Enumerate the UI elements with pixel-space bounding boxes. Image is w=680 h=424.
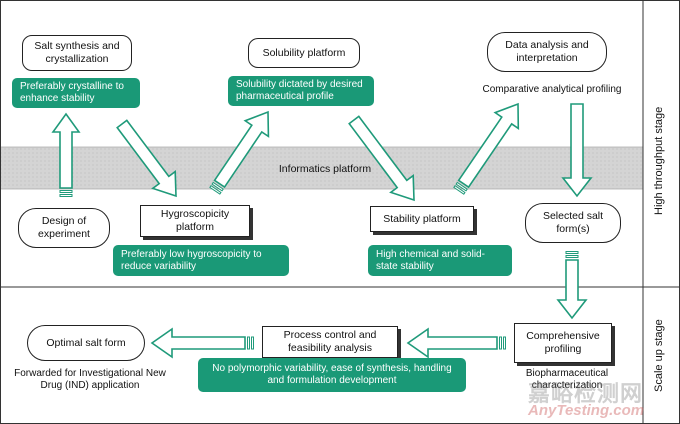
stage-label-scale-up: Scale up stage bbox=[653, 319, 665, 392]
salt-synthesis-note: Preferably crystalline to enhance stabil… bbox=[12, 78, 140, 108]
arrow-comprehensive-to-process bbox=[406, 327, 506, 359]
solubility-note: Solubility dictated by desired pharmaceu… bbox=[228, 76, 374, 106]
process-control-note: No polymorphic variability, ease of synt… bbox=[198, 358, 466, 392]
watermark-cn: 嘉峪检测网 bbox=[528, 381, 644, 406]
informatics-band bbox=[0, 147, 643, 189]
data-analysis-box: Data analysis and interpretation bbox=[487, 32, 607, 72]
arrow-process-to-optimal bbox=[150, 327, 254, 359]
informatics-platform-label: Informatics platform bbox=[278, 163, 372, 175]
optimal-salt-form-note: Forwarded for Investigational New Drug (… bbox=[14, 368, 166, 391]
arrow-solubility-to-stability bbox=[348, 115, 415, 202]
arrow-synthesis-to-hygroscopicity bbox=[116, 119, 177, 198]
salt-synthesis-box: Salt synthesis and crystallization bbox=[22, 35, 132, 71]
watermark-en: AnyTesting.com bbox=[528, 402, 645, 419]
selected-salt-form-box: Selected salt form(s) bbox=[525, 203, 621, 243]
solubility-box: Solubility platform bbox=[248, 38, 360, 68]
stability-box: Stability platform bbox=[370, 206, 474, 232]
process-control-box: Process control and feasibility analysis bbox=[262, 326, 398, 358]
comprehensive-profiling-note: Biopharmaceutical characterization bbox=[525, 368, 609, 391]
optimal-salt-form-box: Optimal salt form bbox=[27, 325, 145, 361]
stability-note: High chemical and solid-state stability bbox=[368, 245, 512, 276]
hygroscopicity-box: Hygroscopicity platform bbox=[140, 205, 250, 237]
design-of-experiment-box: Design of experiment bbox=[18, 208, 110, 248]
arrow-selected-to-comprehensive bbox=[556, 251, 588, 320]
arrow-stability-to-data-analysis bbox=[453, 102, 520, 195]
arrow-design-to-synthesis bbox=[51, 112, 81, 197]
data-analysis-note: Comparative analytical profiling bbox=[482, 84, 622, 95]
stage-label-high-throughput: High throughput stage bbox=[653, 106, 665, 215]
comprehensive-profiling-box: Comprehensive profiling bbox=[514, 323, 612, 363]
arrow-hygroscopicity-to-solubility bbox=[209, 110, 270, 195]
hygroscopicity-note: Preferably low hygroscopicity to reduce … bbox=[113, 245, 289, 276]
arrow-data-analysis-to-selected bbox=[561, 103, 593, 198]
